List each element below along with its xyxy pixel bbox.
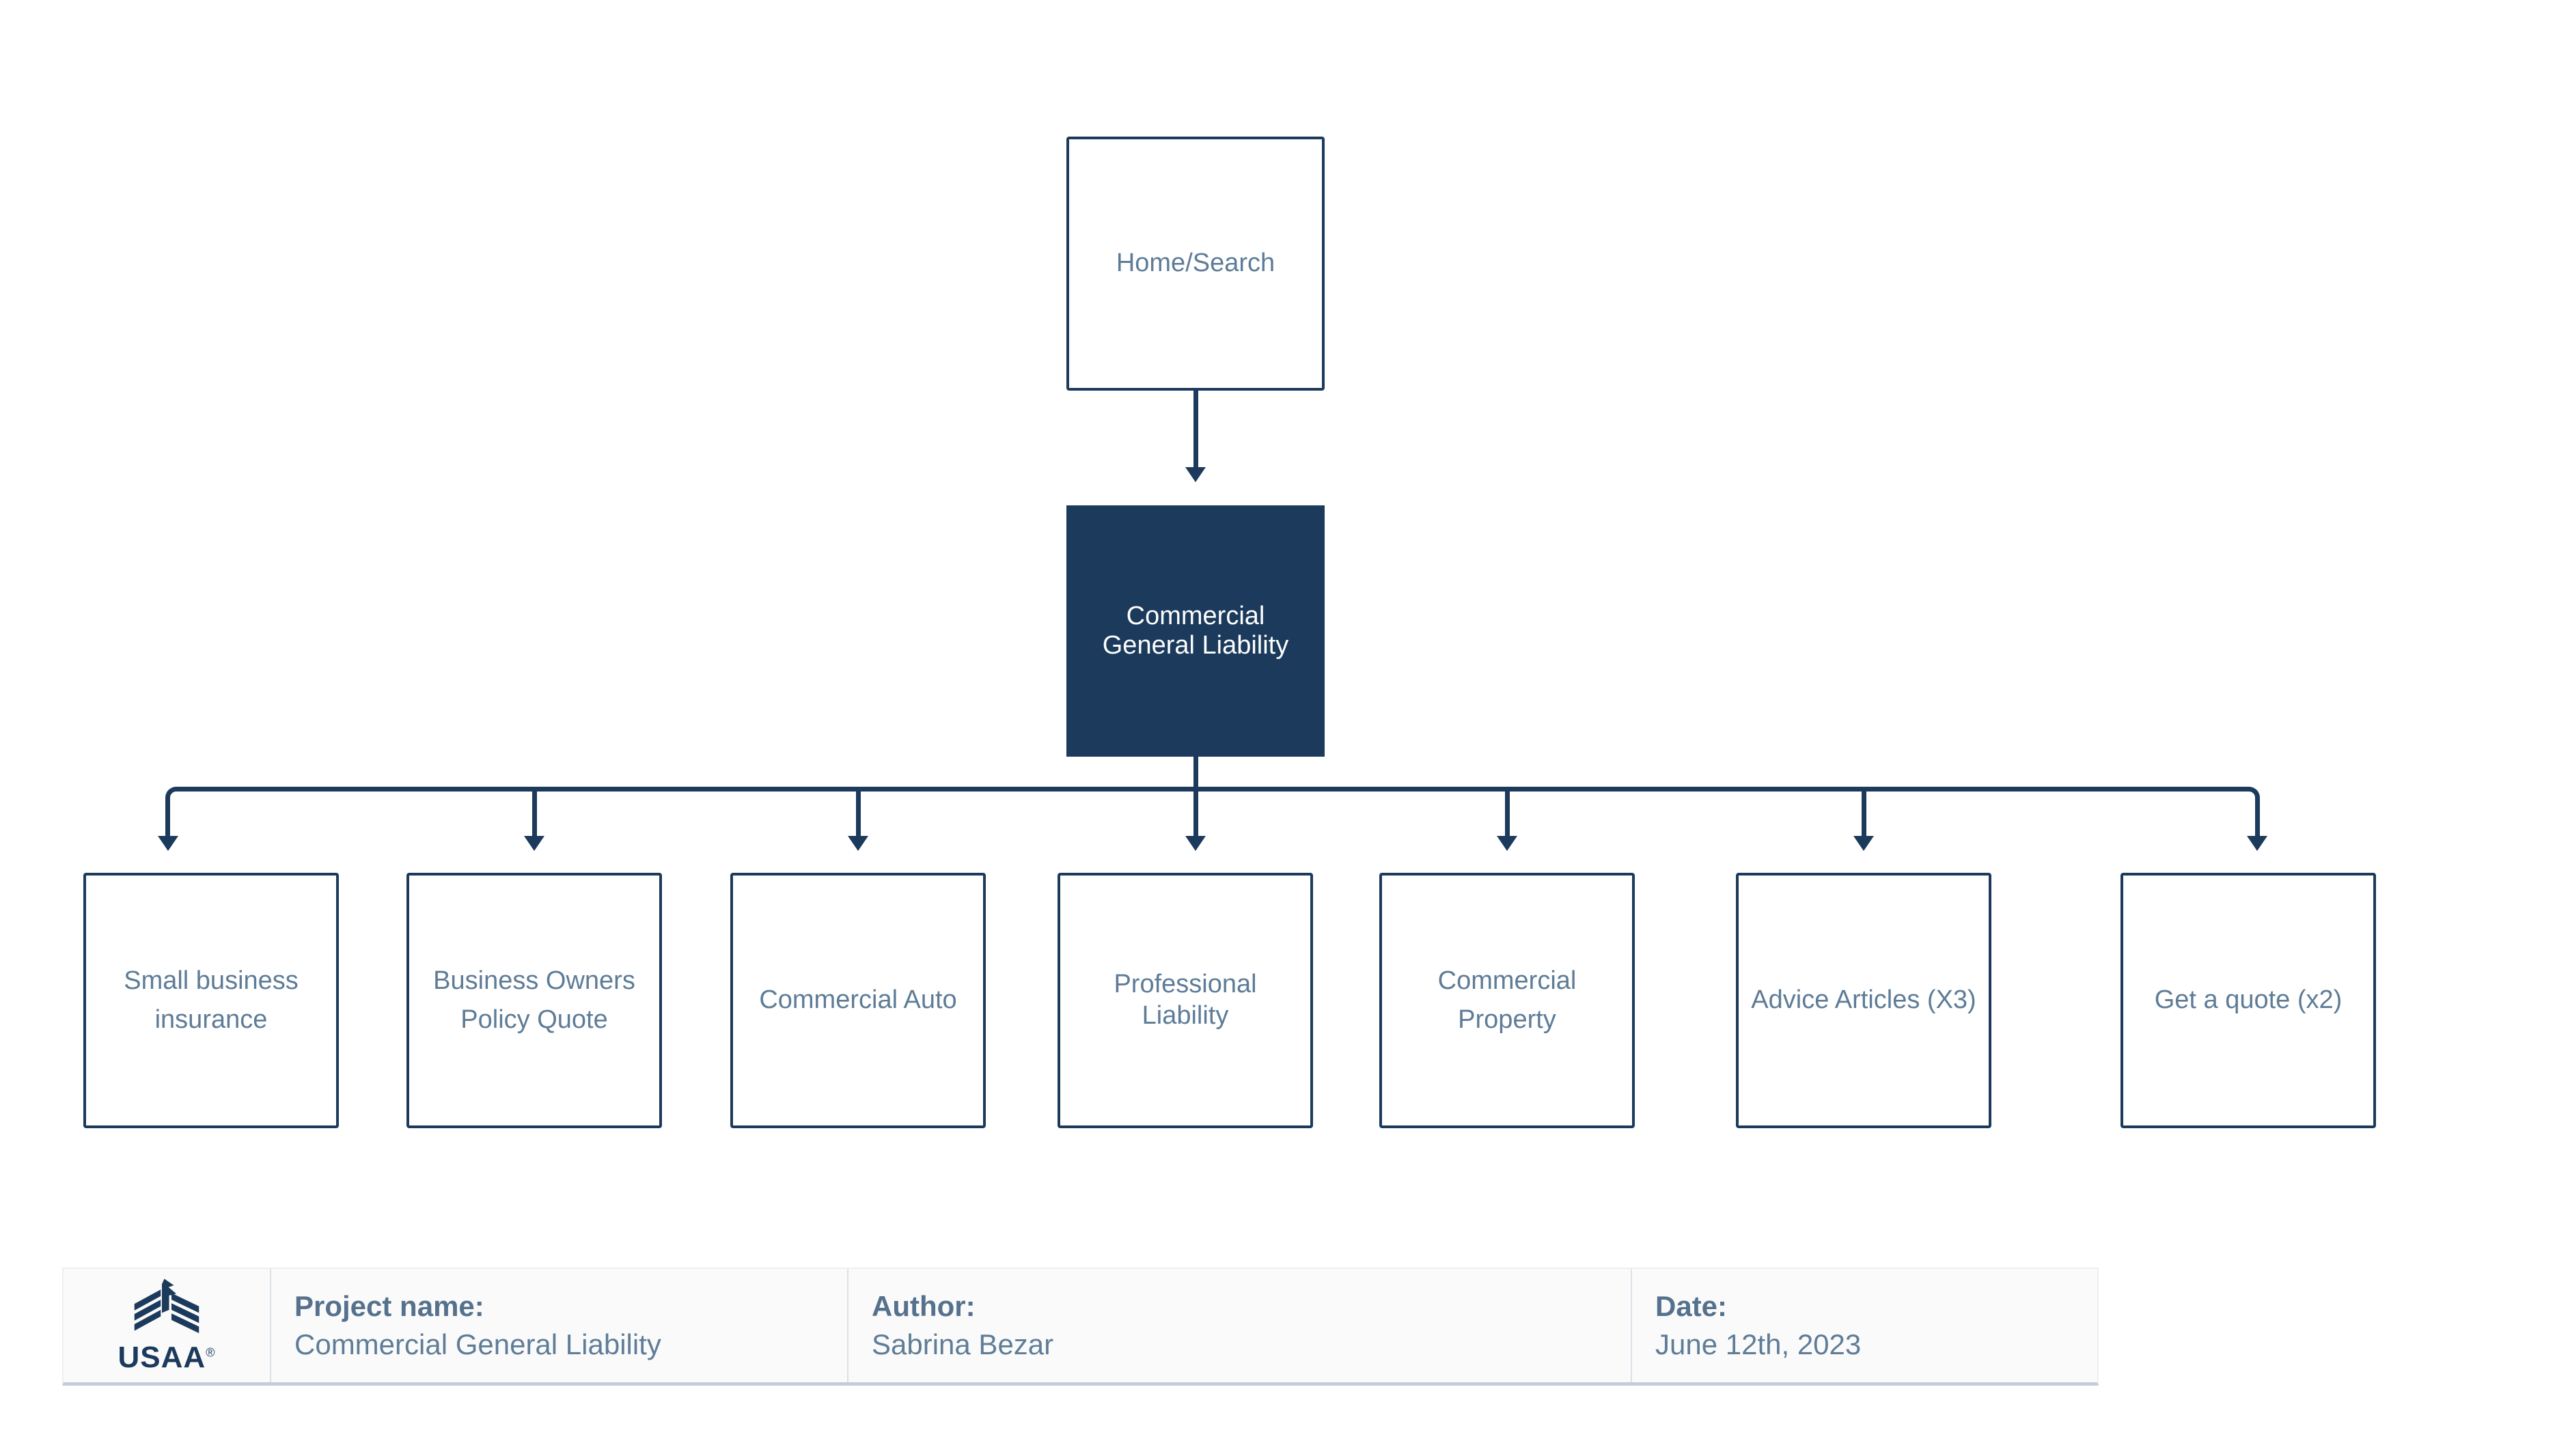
author-label: Author: bbox=[872, 1289, 976, 1322]
brand-cell: USAA® bbox=[64, 1269, 270, 1382]
brand-name: USAA® bbox=[118, 1341, 216, 1374]
node-commercial-property[interactable]: Commercial Property bbox=[1379, 873, 1635, 1128]
branch-line bbox=[165, 787, 2260, 836]
node-small-business-insurance-label: Small business insurance bbox=[124, 966, 299, 1034]
node-get-a-quote-label: Get a quote (x2) bbox=[2154, 985, 2343, 1015]
connector-root-to-hub bbox=[1193, 391, 1198, 467]
date-cell: Date: June 12th, 2023 bbox=[1631, 1269, 2097, 1382]
connector-branch-to-child-5 bbox=[1505, 787, 1510, 836]
node-commercial-general-liability-label: Commercial General Liability bbox=[1102, 602, 1289, 660]
connector-branch-to-child-3 bbox=[856, 787, 861, 836]
node-commercial-auto[interactable]: Commercial Auto bbox=[730, 873, 986, 1128]
date-value: June 12th, 2023 bbox=[1655, 1328, 1862, 1360]
date-label: Date: bbox=[1655, 1289, 1728, 1322]
usaa-eagle-icon bbox=[134, 1278, 199, 1334]
connector-branch-to-child-6 bbox=[1862, 787, 1866, 836]
project-name-value: Commercial General Liability bbox=[294, 1328, 661, 1360]
node-small-business-insurance[interactable]: Small business insurance bbox=[83, 873, 339, 1128]
author-cell: Author: Sabrina Bezar bbox=[847, 1269, 1631, 1382]
arrowhead-into-child-7 bbox=[2247, 836, 2267, 851]
author-value: Sabrina Bezar bbox=[872, 1328, 1054, 1360]
node-commercial-auto-label: Commercial Auto bbox=[759, 985, 957, 1015]
node-home-search-label: Home/Search bbox=[1116, 249, 1275, 278]
node-home-search[interactable]: Home/Search bbox=[1066, 137, 1325, 391]
arrowhead-into-hub bbox=[1185, 467, 1206, 482]
project-name-cell: Project name: Commercial General Liabili… bbox=[270, 1269, 847, 1382]
node-commercial-general-liability[interactable]: Commercial General Liability bbox=[1066, 505, 1325, 757]
arrowhead-into-child-2 bbox=[524, 836, 544, 851]
arrowhead-into-child-4 bbox=[1185, 836, 1206, 851]
node-get-a-quote[interactable]: Get a quote (x2) bbox=[2121, 873, 2376, 1128]
arrowhead-into-child-3 bbox=[848, 836, 868, 851]
registered-mark: ® bbox=[206, 1345, 216, 1360]
arrowhead-into-child-1 bbox=[158, 836, 178, 851]
node-business-owners-policy-quote[interactable]: Business Owners Policy Quote bbox=[406, 873, 662, 1128]
node-professional-liability-label: Professional Liability bbox=[1114, 970, 1257, 1030]
arrowhead-into-child-5 bbox=[1497, 836, 1517, 851]
node-professional-liability[interactable]: Professional Liability bbox=[1058, 873, 1313, 1128]
footer-bar: USAA® Project name: Commercial General L… bbox=[62, 1268, 2099, 1386]
connector-branch-to-child-4 bbox=[1193, 787, 1198, 836]
node-commercial-property-label: Commercial Property bbox=[1437, 966, 1577, 1034]
node-advice-articles-label: Advice Articles (X3) bbox=[1751, 985, 1976, 1015]
node-business-owners-policy-quote-label: Business Owners Policy Quote bbox=[433, 966, 635, 1034]
connector-hub-to-branch-line bbox=[1193, 757, 1198, 789]
arrowhead-into-child-6 bbox=[1853, 836, 1874, 851]
project-name-label: Project name: bbox=[294, 1289, 484, 1322]
node-advice-articles[interactable]: Advice Articles (X3) bbox=[1736, 873, 1991, 1128]
usaa-logo: USAA® bbox=[118, 1278, 216, 1373]
connector-branch-to-child-2 bbox=[532, 787, 537, 836]
